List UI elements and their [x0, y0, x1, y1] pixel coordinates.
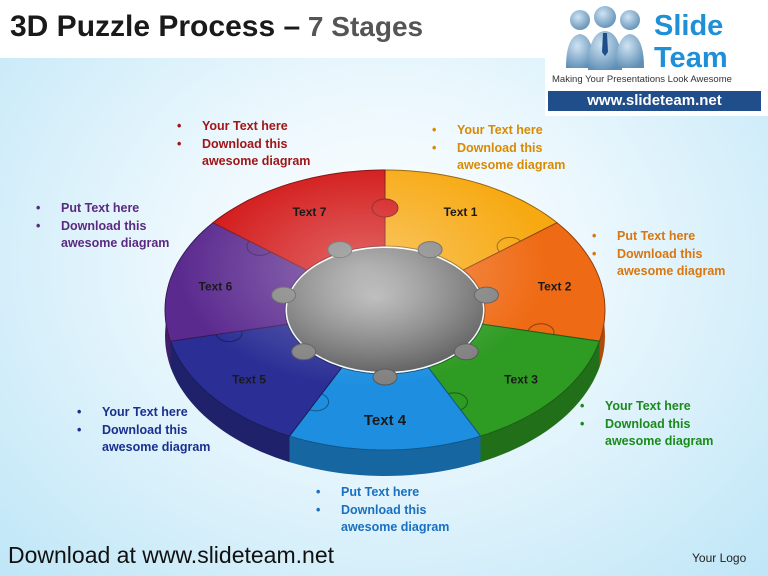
puzzle-knob-7	[371, 198, 399, 218]
puzzle-label-1: Text 1	[444, 205, 478, 219]
callout-line-text: Download this	[457, 140, 543, 155]
callout-line-text: Download this	[617, 246, 703, 261]
callout-line: Download this awesome diagram	[36, 218, 169, 253]
puzzle-label-4: Text 4	[364, 412, 407, 429]
callout-line: Download this awesome diagram	[432, 140, 565, 175]
callout-line: Put Text here	[316, 484, 449, 502]
puzzle-labels: Text 1 Text 2 Text 3 Text 4 Text 5 Text 6 Text…	[199, 205, 572, 429]
callout-line-text: Download this	[61, 218, 147, 233]
callout-line: Put Text here	[36, 200, 169, 218]
callout-line-text: awesome diagram	[341, 520, 450, 534]
logo-placeholder: Your Logo	[692, 551, 747, 565]
callout-line: Your Text here	[432, 122, 565, 140]
center-knob-2	[473, 286, 499, 304]
callout-line-text: Download this	[202, 136, 288, 151]
callout-line-text: awesome diagram	[605, 434, 714, 448]
people-group-icon	[566, 6, 644, 70]
callout-line-text: Download this	[341, 502, 427, 517]
callout-top-left: Your Text here Download this awesome diag…	[177, 118, 310, 171]
callout-line: Download this awesome diagram	[316, 502, 449, 537]
puzzle-label-7: Text 7	[293, 205, 327, 219]
center-piece	[287, 248, 483, 372]
callout-line-text: awesome diagram	[617, 264, 726, 278]
callout-line: Your Text here	[177, 118, 310, 136]
center-knob-1	[417, 241, 443, 259]
callout-right: Put Text here Download this awesome diagr…	[592, 228, 725, 281]
callout-line: Your Text here	[580, 398, 713, 416]
page-title: 3D Puzzle Process – 7 Stages	[10, 10, 423, 44]
callout-line-text: Download this	[102, 422, 188, 437]
puzzle-label-6: Text 6	[199, 280, 233, 294]
callout-line: Download this awesome diagram	[77, 422, 210, 457]
puzzle-side-4	[289, 436, 481, 476]
center-knob-3	[453, 343, 479, 361]
callout-line-text: awesome diagram	[102, 440, 211, 454]
callout-line-text: awesome diagram	[61, 236, 170, 250]
center-knob-6	[271, 286, 297, 304]
center-knob-5	[291, 343, 317, 361]
puzzle-label-5: Text 5	[232, 373, 266, 387]
logo-brand-team: Team	[654, 42, 728, 74]
puzzle-label-2: Text 2	[538, 280, 572, 294]
callout-line: Download this awesome diagram	[177, 136, 310, 171]
callout-bottom-right: Your Text here Download this awesome diag…	[580, 398, 713, 451]
callout-line: Download this awesome diagram	[580, 416, 713, 451]
callout-bottom-left: Your Text here Download this awesome diag…	[77, 404, 210, 457]
logo-url[interactable]: www.slideteam.net	[548, 91, 761, 111]
logo-brand-slide: Slide	[654, 10, 724, 42]
logo-tagline: Making Your Presentations Look Awesome	[552, 74, 732, 85]
callout-line-text: awesome diagram	[202, 154, 311, 168]
callout-line: Download this awesome diagram	[592, 246, 725, 281]
puzzle-label-3: Text 3	[504, 373, 538, 387]
callout-bottom: Put Text here Download this awesome diagr…	[316, 484, 449, 537]
callout-line-text: awesome diagram	[457, 158, 566, 172]
callout-line: Your Text here	[77, 404, 210, 422]
title-stages: 7 Stages	[300, 11, 424, 42]
center-knob-4	[372, 368, 398, 386]
callout-left: Put Text here Download this awesome diagr…	[36, 200, 169, 253]
callout-line-text: Download this	[605, 416, 691, 431]
callout-line: Put Text here	[592, 228, 725, 246]
callout-top-right: Your Text here Download this awesome diag…	[432, 122, 565, 175]
title-bar: 3D Puzzle Process – 7 Stages	[0, 0, 545, 58]
center-knob-7	[327, 241, 353, 259]
title-main: 3D Puzzle Process –	[10, 10, 301, 43]
download-link[interactable]: Download at www.slideteam.net	[8, 542, 334, 568]
